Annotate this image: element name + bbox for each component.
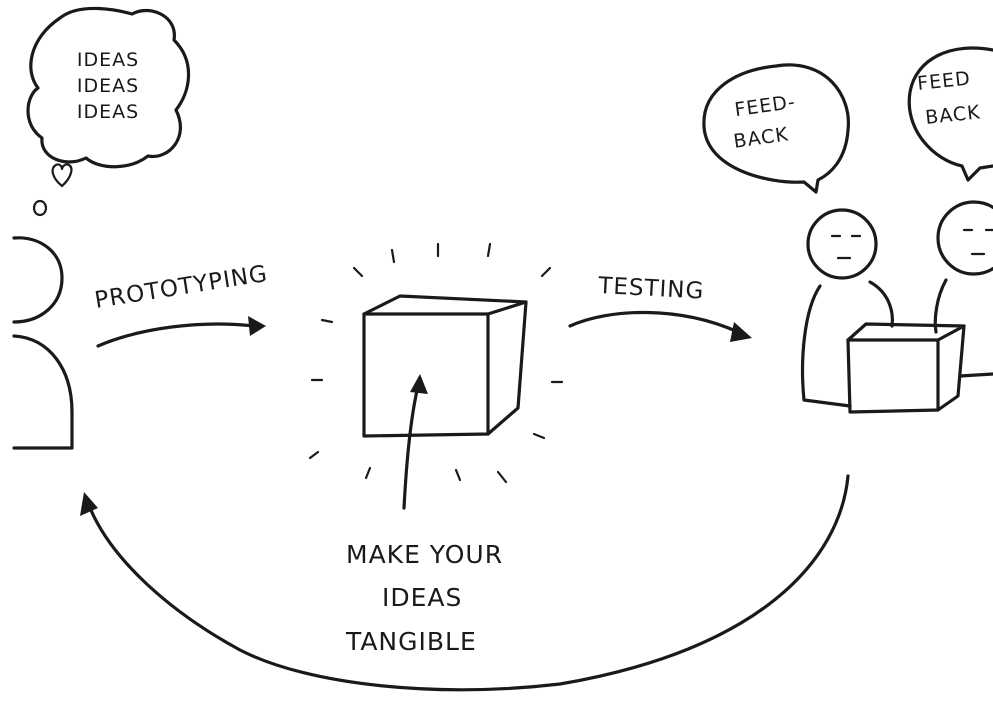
prototyping-step: PROTOTYPING (93, 261, 270, 346)
loop-arrowhead-icon (80, 492, 98, 516)
testing-arrow-line (570, 312, 738, 332)
cube-side-face (488, 302, 526, 434)
caption-line-3: TANGIBLE (345, 627, 477, 656)
testing-label: TESTING (597, 273, 705, 305)
caption-line-2: IDEAS (382, 583, 462, 612)
box-front-face (848, 340, 938, 412)
glowing-cube (310, 244, 562, 482)
feedback-1-line-1: FEED- (733, 91, 797, 121)
box-top-face (848, 324, 964, 340)
caption-line-1: MAKE YOUR (346, 540, 503, 569)
prototyping-label: PROTOTYPING (93, 261, 270, 314)
cube-top-face (364, 296, 526, 314)
prototyping-arrow-line (98, 324, 254, 346)
tester-2-head (938, 202, 993, 274)
testing-arrowhead-icon (730, 322, 752, 342)
tested-prototype-box (848, 324, 964, 412)
loop-arrow-line (90, 476, 848, 690)
feedback-2-line-1: FEED (916, 67, 972, 94)
tangible-caption: MAKE YOUR IDEAS TANGIBLE (345, 540, 503, 656)
caption-arrowhead-icon (410, 374, 428, 394)
designer-body (14, 336, 72, 448)
thought-line-2: IDEAS (77, 75, 139, 97)
small-dot-icon (34, 201, 46, 215)
tester-figure-2 (935, 202, 993, 376)
thought-dots (34, 164, 71, 215)
designer-figure (14, 238, 72, 448)
heart-dot-icon (53, 164, 72, 186)
thought-line-3: IDEAS (77, 101, 139, 123)
glow-rays (310, 244, 562, 482)
feedback-2-line-2: BACK (924, 101, 981, 129)
feedback-bubble-2: FEED BACK (909, 48, 993, 180)
caption-pointer-arrow (404, 374, 428, 508)
prototyping-arrowhead-icon (248, 316, 266, 336)
tester-1-head (808, 210, 876, 278)
thought-line-1: IDEAS (77, 49, 139, 71)
feedback-1-line-2: BACK (732, 123, 790, 153)
feedback-bubble-1: FEED- BACK (704, 65, 848, 192)
testing-step: TESTING (570, 273, 752, 342)
feedback-loop-arrow (80, 476, 848, 690)
designer-head (14, 238, 62, 322)
thought-bubble: IDEAS IDEAS IDEAS (28, 8, 189, 166)
cube-front-face (364, 314, 488, 436)
